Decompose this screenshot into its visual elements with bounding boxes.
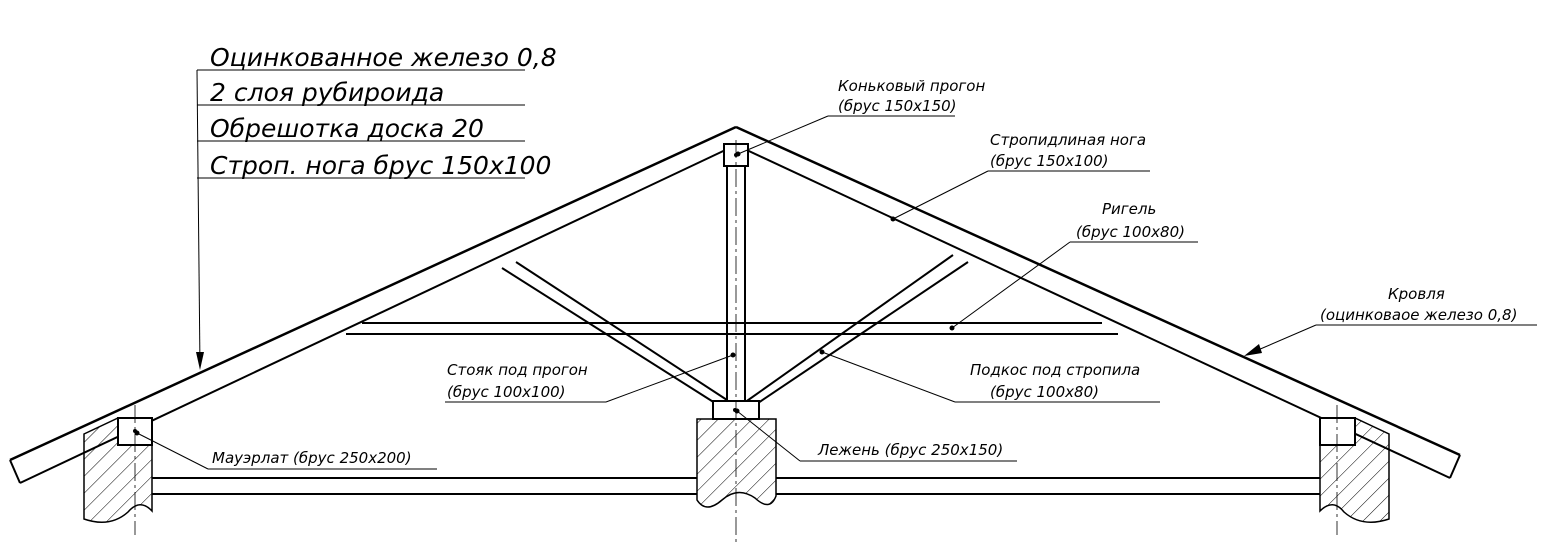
center-post [726, 166, 746, 401]
ridge-purlin-leader [735, 115, 955, 157]
strut-spec: (брус 100х80) [990, 383, 1099, 401]
right-strut [743, 254, 969, 404]
crossbar-label: Ригель [1102, 200, 1156, 218]
center-wall [696, 418, 777, 508]
wall-plate-label: Мауэрлат (брус 250х200) [212, 449, 412, 467]
layer-2-label: 2 слоя рубироида [210, 78, 444, 107]
strut-label: Подкос под стропила [970, 361, 1140, 379]
layer-stack-leader [196, 69, 525, 370]
roofing-spec: (оцинковаое железо 0,8) [1320, 306, 1517, 324]
sill-label: Лежень (брус 250х150) [817, 441, 1003, 459]
left-strut [501, 261, 728, 404]
layer-3-label: Обрешотка доска 20 [210, 114, 484, 143]
rafter-spec: (брус 150х100) [990, 152, 1109, 170]
crossbar-leader [949, 241, 1198, 331]
ridge-purlin-spec: (брус 150х150) [838, 97, 957, 115]
post-leader [445, 352, 736, 403]
post-label: Стояк под прогон [447, 361, 588, 379]
layer-4-label: Строп. нога брус 150х100 [210, 151, 551, 180]
right-wall-plate [1319, 417, 1356, 446]
ridge-purlin-label: Коньковый прогон [838, 77, 985, 95]
floor-beam [152, 477, 1320, 495]
layer-1-label: Оцинкованное железо 0,8 [210, 43, 557, 72]
axis-lines [134, 140, 1338, 545]
rafter-leader [890, 170, 1150, 222]
roofing-leader [1244, 324, 1537, 356]
crossbar-beam [346, 322, 1118, 335]
post-spec: (брус 100х100) [447, 383, 566, 401]
strut-leader [819, 349, 1160, 403]
roofing-label: Кровля [1388, 285, 1445, 303]
wall-plate-leader [134, 430, 437, 470]
rafter-label: Стропидлиная нога [990, 131, 1146, 149]
crossbar-spec: (брус 100х80) [1076, 223, 1185, 241]
sill-leader [734, 408, 1017, 462]
